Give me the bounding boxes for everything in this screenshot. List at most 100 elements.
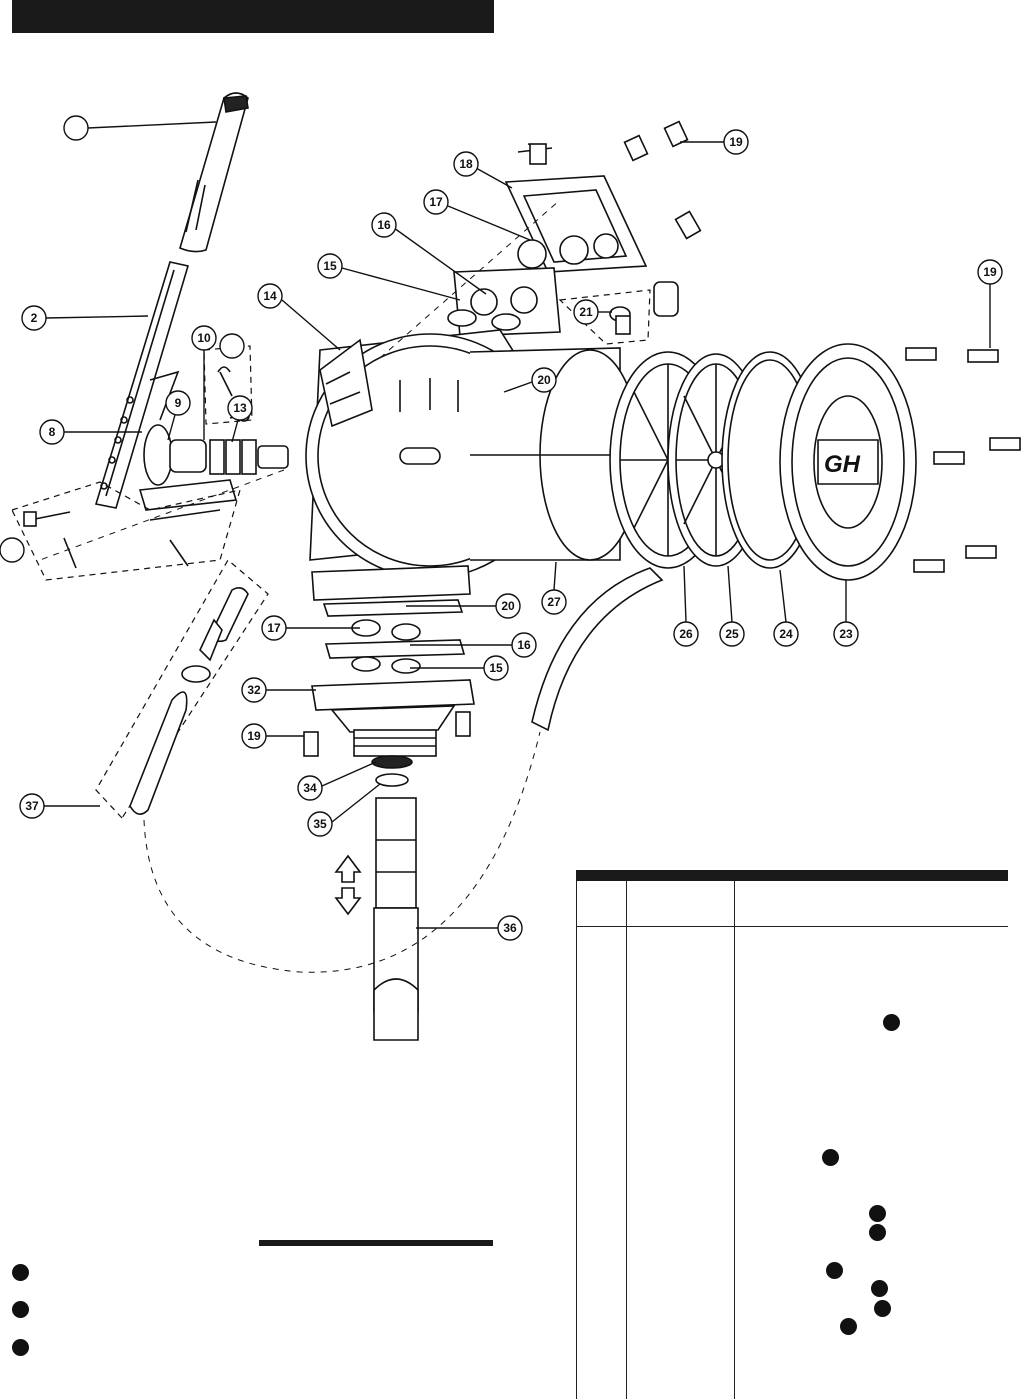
- callout-17: 17: [423, 189, 449, 215]
- table-divider-1: [626, 881, 627, 1399]
- callout-leaders: [44, 121, 991, 929]
- svg-text:15: 15: [489, 661, 503, 675]
- svg-text:8: 8: [49, 425, 56, 439]
- linkage-assembly: [23, 366, 289, 569]
- callout-21: 21: [573, 299, 599, 325]
- kit-marker-dot: [826, 1262, 843, 1279]
- suction-tube: [373, 797, 419, 1041]
- svg-text:26: 26: [679, 627, 693, 641]
- kit-marker-dot: [869, 1224, 886, 1241]
- svg-text:27: 27: [547, 595, 561, 609]
- section-header-bar: [12, 0, 494, 33]
- callout-16: 16: [371, 212, 397, 238]
- svg-text:19: 19: [729, 135, 743, 149]
- kit-marker-dot: [840, 1318, 857, 1335]
- svg-text:18: 18: [459, 157, 473, 171]
- kit-marker-dot: [883, 1014, 900, 1031]
- svg-text:17: 17: [429, 195, 443, 209]
- legend-dot: [12, 1339, 29, 1356]
- callout-2: 2: [21, 305, 47, 331]
- svg-text:15: 15: [323, 259, 337, 273]
- callout-kit-b: [0, 537, 25, 563]
- drain-hose: [531, 567, 664, 732]
- svg-text:21: 21: [579, 305, 593, 319]
- svg-text:19: 19: [247, 729, 261, 743]
- callout-14: 14: [257, 283, 283, 309]
- valve-balls: [517, 233, 619, 269]
- bottom-flange: [311, 565, 471, 674]
- callout-8: 8: [39, 419, 65, 445]
- callout-27: 27: [541, 589, 567, 615]
- callout-13: 13: [227, 395, 253, 421]
- callout-23: 23: [833, 621, 859, 647]
- table-divider-2: [734, 881, 735, 1399]
- table-header-rule: [576, 926, 1008, 927]
- callout-15-bottom: 15: [483, 655, 509, 681]
- svg-text:16: 16: [377, 218, 391, 232]
- telescope-arrows: [334, 854, 362, 916]
- svg-text:23: 23: [839, 627, 853, 641]
- svg-text:GH: GH: [824, 451, 861, 478]
- callout-9: 9: [165, 390, 191, 416]
- callout-15: 15: [317, 253, 343, 279]
- handle-grip: [179, 92, 249, 253]
- callout-19-right: 19: [977, 259, 1003, 285]
- callout-37: 37: [19, 793, 45, 819]
- filler-plug: [653, 281, 679, 317]
- callout-26: 26: [673, 621, 699, 647]
- svg-text:25: 25: [725, 627, 739, 641]
- callout-35: 35: [307, 811, 333, 837]
- kit-marker-dot: [869, 1205, 886, 1222]
- svg-text:35: 35: [313, 817, 327, 831]
- svg-text:9: 9: [175, 396, 182, 410]
- svg-text:16: 16: [517, 638, 531, 652]
- parts-list-table: [576, 870, 1008, 1399]
- callout-20-top: 20: [531, 367, 557, 393]
- svg-text:24: 24: [779, 627, 793, 641]
- callout-25: 25: [719, 621, 745, 647]
- kit-marker-dot: [822, 1149, 839, 1166]
- legend-rule: [259, 1240, 493, 1246]
- callout-1: [63, 115, 89, 141]
- valve-seats: [447, 309, 521, 331]
- callout-16-bottom: 16: [511, 632, 537, 658]
- table-header-bar: [576, 870, 1008, 881]
- callout-32: 32: [241, 677, 267, 703]
- seal-ring: [375, 773, 409, 787]
- callouts: 2 8 9 10 13 14 15 16 17 18 19 19 21 20 2…: [0, 115, 1003, 941]
- callout-34: 34: [297, 775, 323, 801]
- svg-text:20: 20: [501, 599, 515, 613]
- pump-body: [305, 329, 555, 579]
- callout-18: 18: [453, 151, 479, 177]
- strainer-screen: [371, 755, 413, 769]
- callout-19-top: 19: [723, 129, 749, 155]
- svg-text:13: 13: [233, 401, 247, 415]
- svg-text:34: 34: [303, 781, 317, 795]
- svg-text:10: 10: [197, 331, 211, 345]
- callout-17-bottom: 17: [261, 615, 287, 641]
- callout-20-bottom: 20: [495, 593, 521, 619]
- end-cover: GH: [779, 343, 1021, 581]
- svg-text:17: 17: [267, 621, 281, 635]
- callout-36: 36: [497, 915, 523, 941]
- kit-marker-dot: [871, 1280, 888, 1297]
- callout-19-bottom: 19: [241, 723, 267, 749]
- kit-marker-dot: [874, 1300, 891, 1317]
- vent-plug: [609, 306, 631, 335]
- hose-kit: [129, 586, 249, 815]
- legend-dot: [12, 1301, 29, 1318]
- svg-text:2: 2: [31, 311, 38, 325]
- suction-adapter: [303, 679, 475, 757]
- svg-text:37: 37: [25, 799, 39, 813]
- callout-kit-a: [219, 333, 245, 359]
- svg-text:36: 36: [503, 921, 517, 935]
- callout-24: 24: [773, 621, 799, 647]
- svg-text:19: 19: [983, 265, 997, 279]
- svg-text:20: 20: [537, 373, 551, 387]
- svg-text:32: 32: [247, 683, 261, 697]
- hose-route: [39, 199, 561, 973]
- callout-10: 10: [191, 325, 217, 351]
- table-border-left: [576, 881, 577, 1399]
- kit-outline-boxes: [11, 289, 651, 819]
